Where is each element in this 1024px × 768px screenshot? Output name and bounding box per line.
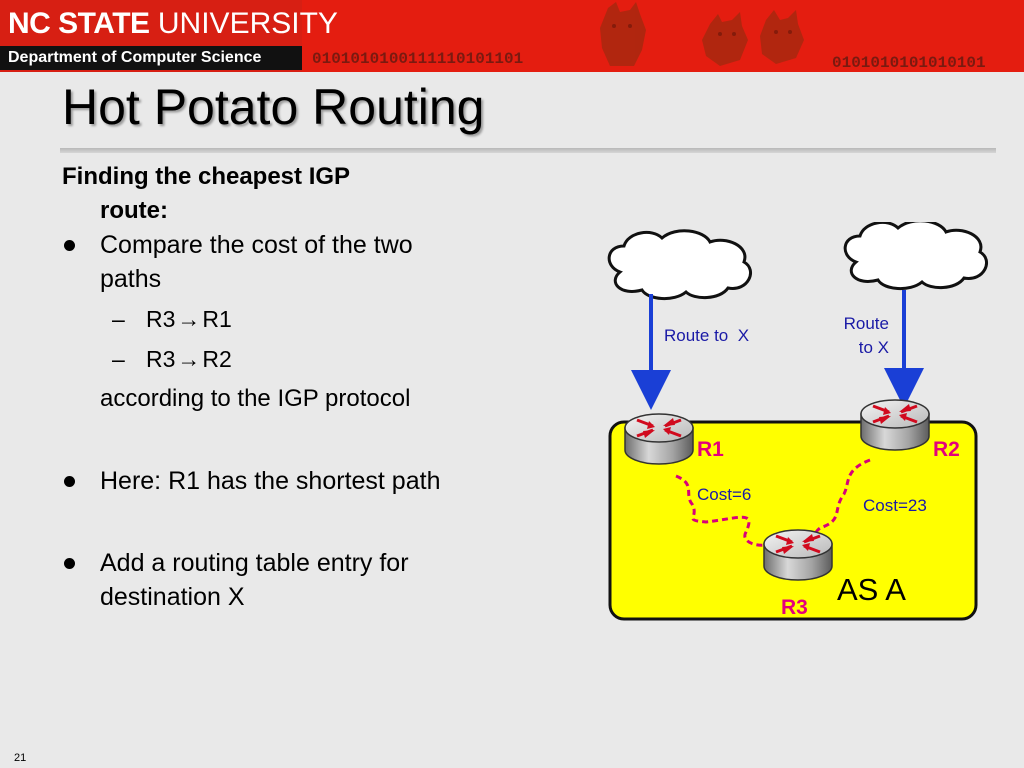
bullet-compare-cost: Compare the cost of the two paths [62,228,532,296]
path-from: R3 [146,306,176,332]
bullet-line-1: Here: R1 has the shortest path [100,467,441,495]
cloud-left-icon [607,229,752,300]
route-label-right-line-2: to X [859,338,889,357]
bullet-line-2: destination X [100,583,245,611]
slide-body: Finding the cheapest IGP route: Compare … [62,160,532,614]
router-label-r1: R1 [697,438,724,461]
binary-strip-left: 0101010100111110101101 [312,50,524,68]
router-r1-icon [624,413,694,465]
router-r2-icon [860,399,930,451]
path-to: R1 [202,306,232,332]
heading-line-1: Finding the cheapest IGP [62,163,351,190]
title-divider [60,148,996,153]
wolf-decoration-icon [600,2,804,66]
bullet-line-1: Compare the cost of the two [100,231,413,259]
section-heading: Finding the cheapest IGP route: [62,160,532,228]
as-a-box [608,420,978,621]
cost-label-r2: Cost=23 [863,496,927,515]
page-number: 21 [14,752,27,764]
cloud-right-icon [843,222,988,290]
router-label-r3: R3 [781,596,808,619]
right-arrow-icon: → [177,346,201,372]
bullet-line-1: Add a routing table entry for [100,549,409,577]
router-label-r2: R2 [933,438,960,461]
logo-text: NC STATE UNIVERSITY [8,4,338,44]
bullet-line-2: paths [100,265,162,293]
hot-potato-diagram: Route to X Route to X R1 R2 R3 Cost=6 Co… [607,222,988,621]
path-to: R2 [202,346,232,372]
slide-title: Hot Potato Routing [62,79,485,135]
route-label-right-line-1: Route [844,314,889,333]
route-label-left: Route to X [664,326,749,345]
header-banner: NC STATE UNIVERSITY Department of Comput… [0,0,1024,72]
right-arrow-icon: → [177,306,201,332]
protocol-note: according to the IGP protocol [100,385,411,412]
bullet-add-entry: Add a routing table entry for destinatio… [62,546,532,614]
sub-item-r3-r2: – R3→R2 [62,342,532,376]
cost-label-r1: Cost=6 [697,485,751,504]
dash-icon: – [112,346,125,372]
bullet-dot-icon [64,476,75,487]
as-label: AS A [837,572,906,607]
heading-line-2: route: [100,197,168,224]
bullet-dot-icon [64,558,75,569]
department-name: Department of Computer Science [0,46,302,70]
logo-light-text: UNIVERSITY [157,7,338,40]
binary-strip-right: 0101010101010101 [832,54,986,72]
sub-item-r3-r1: – R3→R1 [62,302,532,336]
path-from: R3 [146,346,176,372]
link-r3-r1 [675,474,771,547]
logo-bold-text: NC STATE [8,7,150,40]
bullet-dot-icon [64,240,75,251]
university-logo: NC STATE UNIVERSITY Department of Comput… [0,0,338,72]
router-r3-icon [763,529,833,581]
bullet-shortest-path: Here: R1 has the shortest path [62,464,532,498]
dash-icon: – [112,306,125,332]
